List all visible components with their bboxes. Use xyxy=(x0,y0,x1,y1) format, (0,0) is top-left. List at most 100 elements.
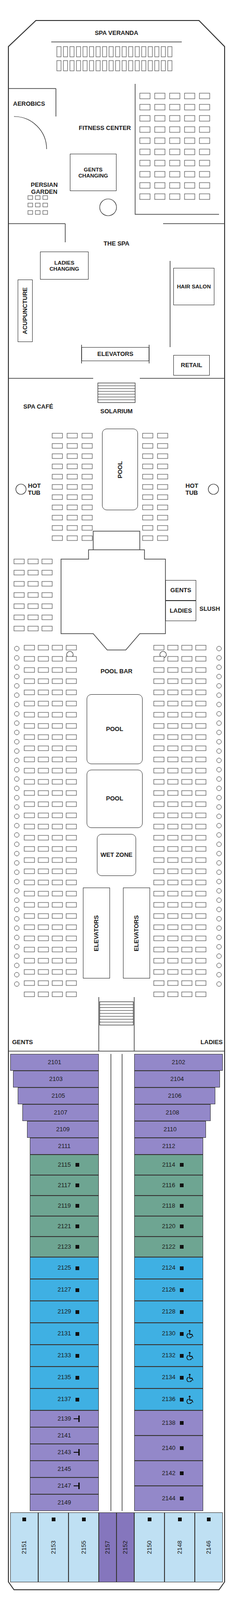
cabin-number: 2148 xyxy=(176,1541,184,1555)
cabin-box: 2120 xyxy=(134,1216,204,1237)
cabin-box: 2130 xyxy=(134,1322,204,1345)
cabin-number: 2109 xyxy=(54,1125,72,1135)
room-name: ELEVATORS xyxy=(95,349,136,359)
cabin-box: 2138 xyxy=(134,1410,204,1436)
cabin-number: 2120 xyxy=(160,1222,178,1232)
cabin-box: 2110 xyxy=(134,1121,206,1138)
cabin-number: 2136 xyxy=(160,1395,178,1405)
area-label: GENTS xyxy=(12,1039,45,1047)
room-name: LADIES xyxy=(167,606,194,616)
cabin-box: 2112 xyxy=(134,1137,204,1155)
cabin-number: 2112 xyxy=(160,1142,178,1152)
cabin-box: 2133 xyxy=(29,1344,99,1367)
door-marker xyxy=(73,1485,80,1487)
cabin-box: 2155 xyxy=(68,1512,99,1583)
cabin-number: 2125 xyxy=(55,1263,74,1273)
cabin-box: 2102 xyxy=(134,1054,223,1071)
area-label: FITNESS CENTER xyxy=(69,124,140,132)
cabin-number: 2133 xyxy=(55,1351,74,1361)
cabin-box: 2119 xyxy=(29,1195,99,1217)
cabin-box: 2127 xyxy=(29,1279,99,1302)
hull-outline xyxy=(8,20,225,1590)
cabin-number: 2142 xyxy=(160,1469,178,1479)
pool-box: WET ZONE xyxy=(96,834,137,877)
cabin-marker xyxy=(179,1446,184,1451)
area-label: HOT TUB xyxy=(185,482,205,497)
cabin-number: 2131 xyxy=(55,1329,74,1339)
deck-walls xyxy=(8,41,225,1512)
cabin-marker xyxy=(75,1354,80,1358)
cabin-number: 2144 xyxy=(160,1494,178,1504)
cabin-number: 2132 xyxy=(160,1351,178,1361)
cabin-number: 2106 xyxy=(166,1091,184,1101)
cabin-number: 2126 xyxy=(160,1285,178,1295)
cabin-number: 2119 xyxy=(55,1201,73,1211)
cabin-box: 2149 xyxy=(29,1494,99,1512)
area-label: SPA CAFÉ xyxy=(23,403,75,411)
area-label: HOT TUB xyxy=(27,482,47,497)
pool-box: POOL xyxy=(86,694,143,765)
room-name: HAIR SALON xyxy=(175,282,213,291)
cabin-number: 2143 xyxy=(55,1448,74,1458)
cabin-box: 2144 xyxy=(134,1486,204,1512)
room-name: GENTS CHANGING xyxy=(70,165,117,180)
cabin-number: 2121 xyxy=(55,1222,74,1232)
room-box: GENTS CHANGING xyxy=(69,153,117,192)
room-name: POOL xyxy=(104,794,126,804)
area-label: THE SPA xyxy=(93,240,140,248)
cabin-number: 2139 xyxy=(55,1414,74,1424)
cabin-box: 2152 xyxy=(116,1512,135,1583)
cabin-marker xyxy=(179,1245,184,1249)
cabin-box: 2146 xyxy=(194,1512,223,1583)
cabin-marker xyxy=(179,1183,184,1188)
room-name: POOL xyxy=(116,460,124,479)
pool-box: POOL xyxy=(102,428,138,511)
area-label: SLUSH xyxy=(199,605,225,613)
cabin-marker xyxy=(179,1310,184,1315)
cabin-number: 2105 xyxy=(49,1091,68,1101)
cabin-marker xyxy=(179,1354,184,1358)
room-name: WET ZONE xyxy=(98,850,135,860)
room-name: POOL xyxy=(104,725,126,734)
accessible-icon xyxy=(186,1351,194,1361)
cabin-number: 2152 xyxy=(122,1541,130,1555)
room-name: ACUPUNCTURE xyxy=(21,287,29,335)
cabin-number: 2140 xyxy=(160,1444,178,1453)
pool-box: POOL xyxy=(86,769,143,829)
cabin-box: 2109 xyxy=(27,1121,99,1138)
cabin-box: 2131 xyxy=(29,1322,99,1345)
cabin-marker xyxy=(75,1310,80,1315)
cabin-number: 2149 xyxy=(55,1498,74,1508)
cabin-box: 2103 xyxy=(13,1070,99,1088)
cabin-box: 2142 xyxy=(134,1460,204,1487)
area-label: PERSIAN GARDEN xyxy=(23,181,66,196)
room-box: GENTS xyxy=(165,580,197,601)
room-box: HAIR SALON xyxy=(173,267,215,306)
cabin-number: 2124 xyxy=(160,1263,178,1273)
room-box: ELEVATORS xyxy=(81,347,150,362)
cabin-marker xyxy=(178,1517,182,1522)
accessible-icon xyxy=(186,1373,194,1383)
room-name: ELEVATORS xyxy=(93,915,101,952)
cabin-box: 2137 xyxy=(29,1388,99,1411)
room-name: LADIES CHANGING xyxy=(40,258,89,274)
cabin-box: 2129 xyxy=(29,1301,99,1323)
cabin-marker xyxy=(179,1332,184,1337)
room-name: RETAIL xyxy=(178,361,205,371)
deck-chairs xyxy=(13,46,222,997)
area-label: AEROBICS xyxy=(13,100,55,108)
cabin-marker xyxy=(82,1517,86,1522)
cabin-box: 2118 xyxy=(134,1195,204,1217)
cabin-number: 2150 xyxy=(145,1541,153,1555)
door-marker xyxy=(73,1452,80,1453)
cabin-box: 2151 xyxy=(10,1512,39,1583)
cabin-number: 2135 xyxy=(55,1373,74,1383)
cabin-number: 2115 xyxy=(55,1160,73,1170)
cabin-box: 2150 xyxy=(134,1512,165,1583)
cabin-box: 2111 xyxy=(29,1137,99,1155)
cabin-number: 2102 xyxy=(170,1058,188,1068)
cabin-box: 2122 xyxy=(134,1236,204,1258)
cabin-number: 2127 xyxy=(55,1285,74,1295)
cabin-marker xyxy=(179,1398,184,1402)
cabin-marker xyxy=(75,1204,80,1208)
